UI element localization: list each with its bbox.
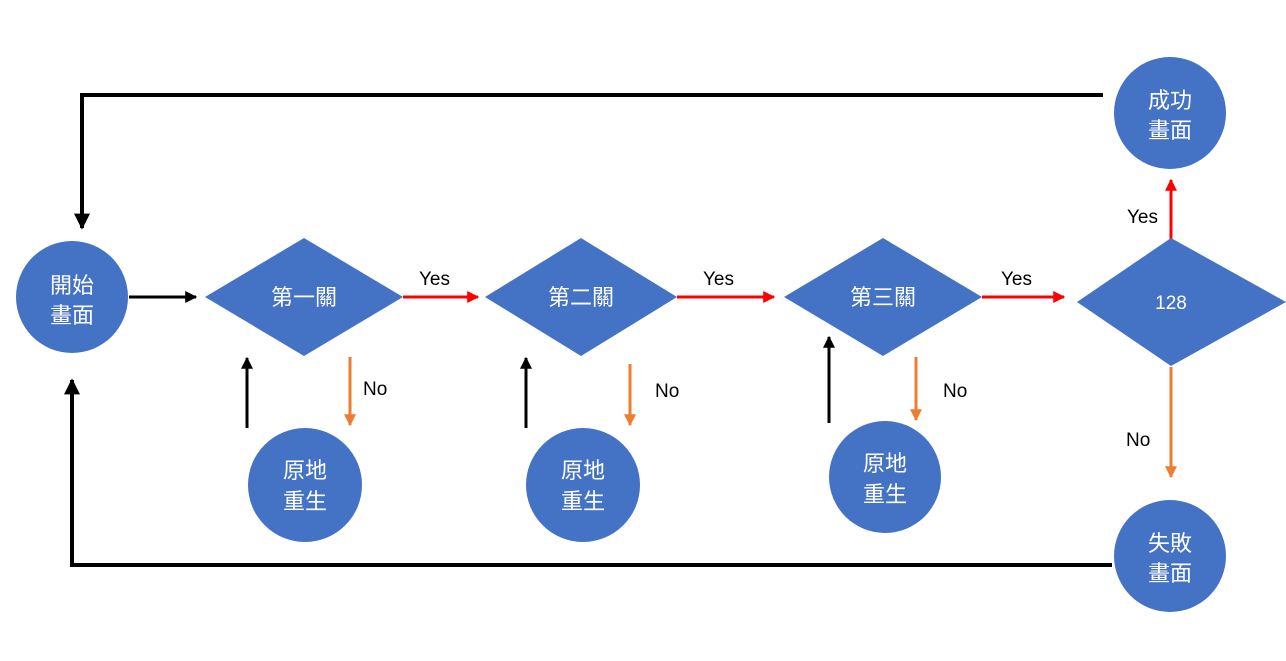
start-screen-line1: 開始	[50, 274, 94, 299]
failure-screen-line1: 失敗	[1148, 532, 1192, 557]
success-return-line	[74, 93, 1103, 230]
no-label-level2: No	[655, 381, 679, 402]
success-screen-line2: 畫面	[1148, 119, 1192, 144]
respawn1-line1: 原地	[283, 459, 327, 484]
respawn3-circle	[829, 421, 941, 533]
score-check-label: 128	[1155, 293, 1187, 314]
failure-screen-circle	[1114, 500, 1226, 612]
failure-return-line	[64, 378, 1112, 567]
respawn3-node: 原地 重生	[829, 421, 941, 533]
yes-label-level1: Yes	[419, 269, 450, 290]
level1-decision-node: 第一關	[205, 238, 403, 356]
failure-screen-line2: 畫面	[1148, 562, 1192, 587]
respawn3-line1: 原地	[863, 452, 907, 477]
no-label-level1: No	[363, 379, 387, 400]
level1-label: 第一關	[271, 286, 337, 311]
level3-diamond	[784, 238, 982, 356]
respawn2-node: 原地 重生	[526, 428, 640, 542]
yes-label-check: Yes	[1127, 207, 1158, 228]
respawn1-circle	[248, 428, 362, 542]
failure-screen-node: 失敗 畫面	[1114, 500, 1226, 612]
score-check-node: 128	[1077, 238, 1286, 366]
no-label-check: No	[1126, 430, 1150, 451]
respawn2-line1: 原地	[561, 459, 605, 484]
success-screen-line1: 成功	[1148, 89, 1192, 114]
respawn2-circle	[526, 428, 640, 542]
level2-diamond	[485, 238, 677, 356]
start-screen-circle	[16, 241, 128, 353]
success-screen-circle	[1114, 57, 1226, 169]
level3-label: 第三關	[850, 286, 916, 311]
start-screen-node: 開始 畫面	[16, 241, 128, 353]
respawn3-line2: 重生	[863, 483, 907, 508]
respawn1-node: 原地 重生	[248, 428, 362, 542]
level2-label: 第二關	[548, 286, 614, 311]
no-label-level3: No	[943, 381, 967, 402]
level3-decision-node: 第三關	[784, 238, 982, 356]
start-screen-line2: 畫面	[50, 304, 94, 329]
respawn2-line2: 重生	[561, 490, 605, 515]
respawn1-line2: 重生	[283, 490, 327, 515]
yes-label-level2: Yes	[703, 269, 734, 290]
level2-decision-node: 第二關	[485, 238, 677, 356]
score-check-diamond	[1077, 238, 1286, 366]
yes-label-level3: Yes	[1001, 269, 1032, 290]
success-screen-node: 成功 畫面	[1114, 57, 1226, 169]
level1-diamond	[205, 238, 403, 356]
